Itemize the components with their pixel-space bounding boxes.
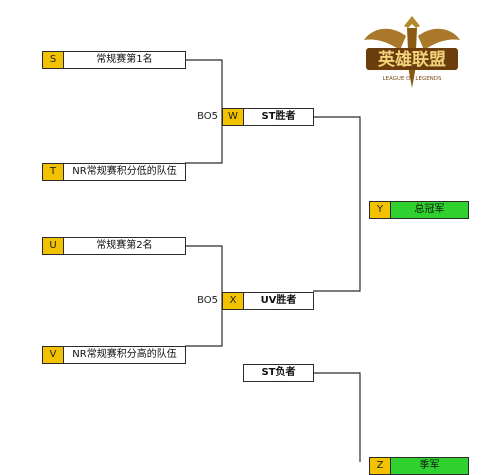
- slot-z-third-place: Z 季军: [369, 457, 469, 475]
- slot-v: V NR常规赛积分高的队伍: [42, 346, 186, 364]
- slot-u: U 常规赛第2名: [42, 237, 186, 255]
- connector-w-x: [313, 116, 361, 292]
- series-format-label: BO5: [197, 295, 218, 306]
- slot-label: NR常规赛积分低的队伍: [72, 166, 177, 177]
- svg-text:英雄联盟: 英雄联盟: [378, 49, 446, 70]
- slot-t: T NR常规赛积分低的队伍: [42, 163, 186, 181]
- logo-emblem-icon: 英雄联盟 LEAGUE OF LEGENDS: [364, 16, 460, 88]
- slot-code: Y: [370, 202, 391, 218]
- slot-x: X UV胜者: [222, 292, 314, 310]
- slot-code: T: [43, 164, 64, 180]
- series-format-label: BO5: [197, 111, 218, 122]
- connector-st-loser: [313, 372, 361, 462]
- slot-label: ST胜者: [261, 111, 296, 122]
- slot-code: V: [43, 347, 64, 363]
- slot-code: W: [223, 109, 244, 125]
- slot-st-loser: ST负者: [243, 364, 314, 382]
- slot-label: 常规赛第1名: [96, 54, 153, 65]
- slot-label: NR常规赛积分高的队伍: [72, 349, 177, 360]
- game-logo: 英雄联盟 LEAGUE OF LEGENDS: [360, 14, 464, 94]
- slot-s: S 常规赛第1名: [42, 51, 186, 69]
- svg-text:LEAGUE OF LEGENDS: LEAGUE OF LEGENDS: [382, 76, 442, 82]
- slot-code: X: [223, 293, 244, 309]
- slot-label: 常规赛第2名: [96, 240, 153, 251]
- slot-code: U: [43, 238, 64, 254]
- slot-w: W ST胜者: [222, 108, 314, 126]
- slot-code: Z: [370, 458, 391, 474]
- slot-label: ST负者: [261, 367, 296, 378]
- slot-label: 总冠军: [391, 202, 468, 218]
- slot-code: S: [43, 52, 64, 68]
- slot-y-champion: Y 总冠军: [369, 201, 469, 219]
- slot-label: UV胜者: [260, 295, 297, 306]
- slot-label: 季军: [391, 458, 468, 474]
